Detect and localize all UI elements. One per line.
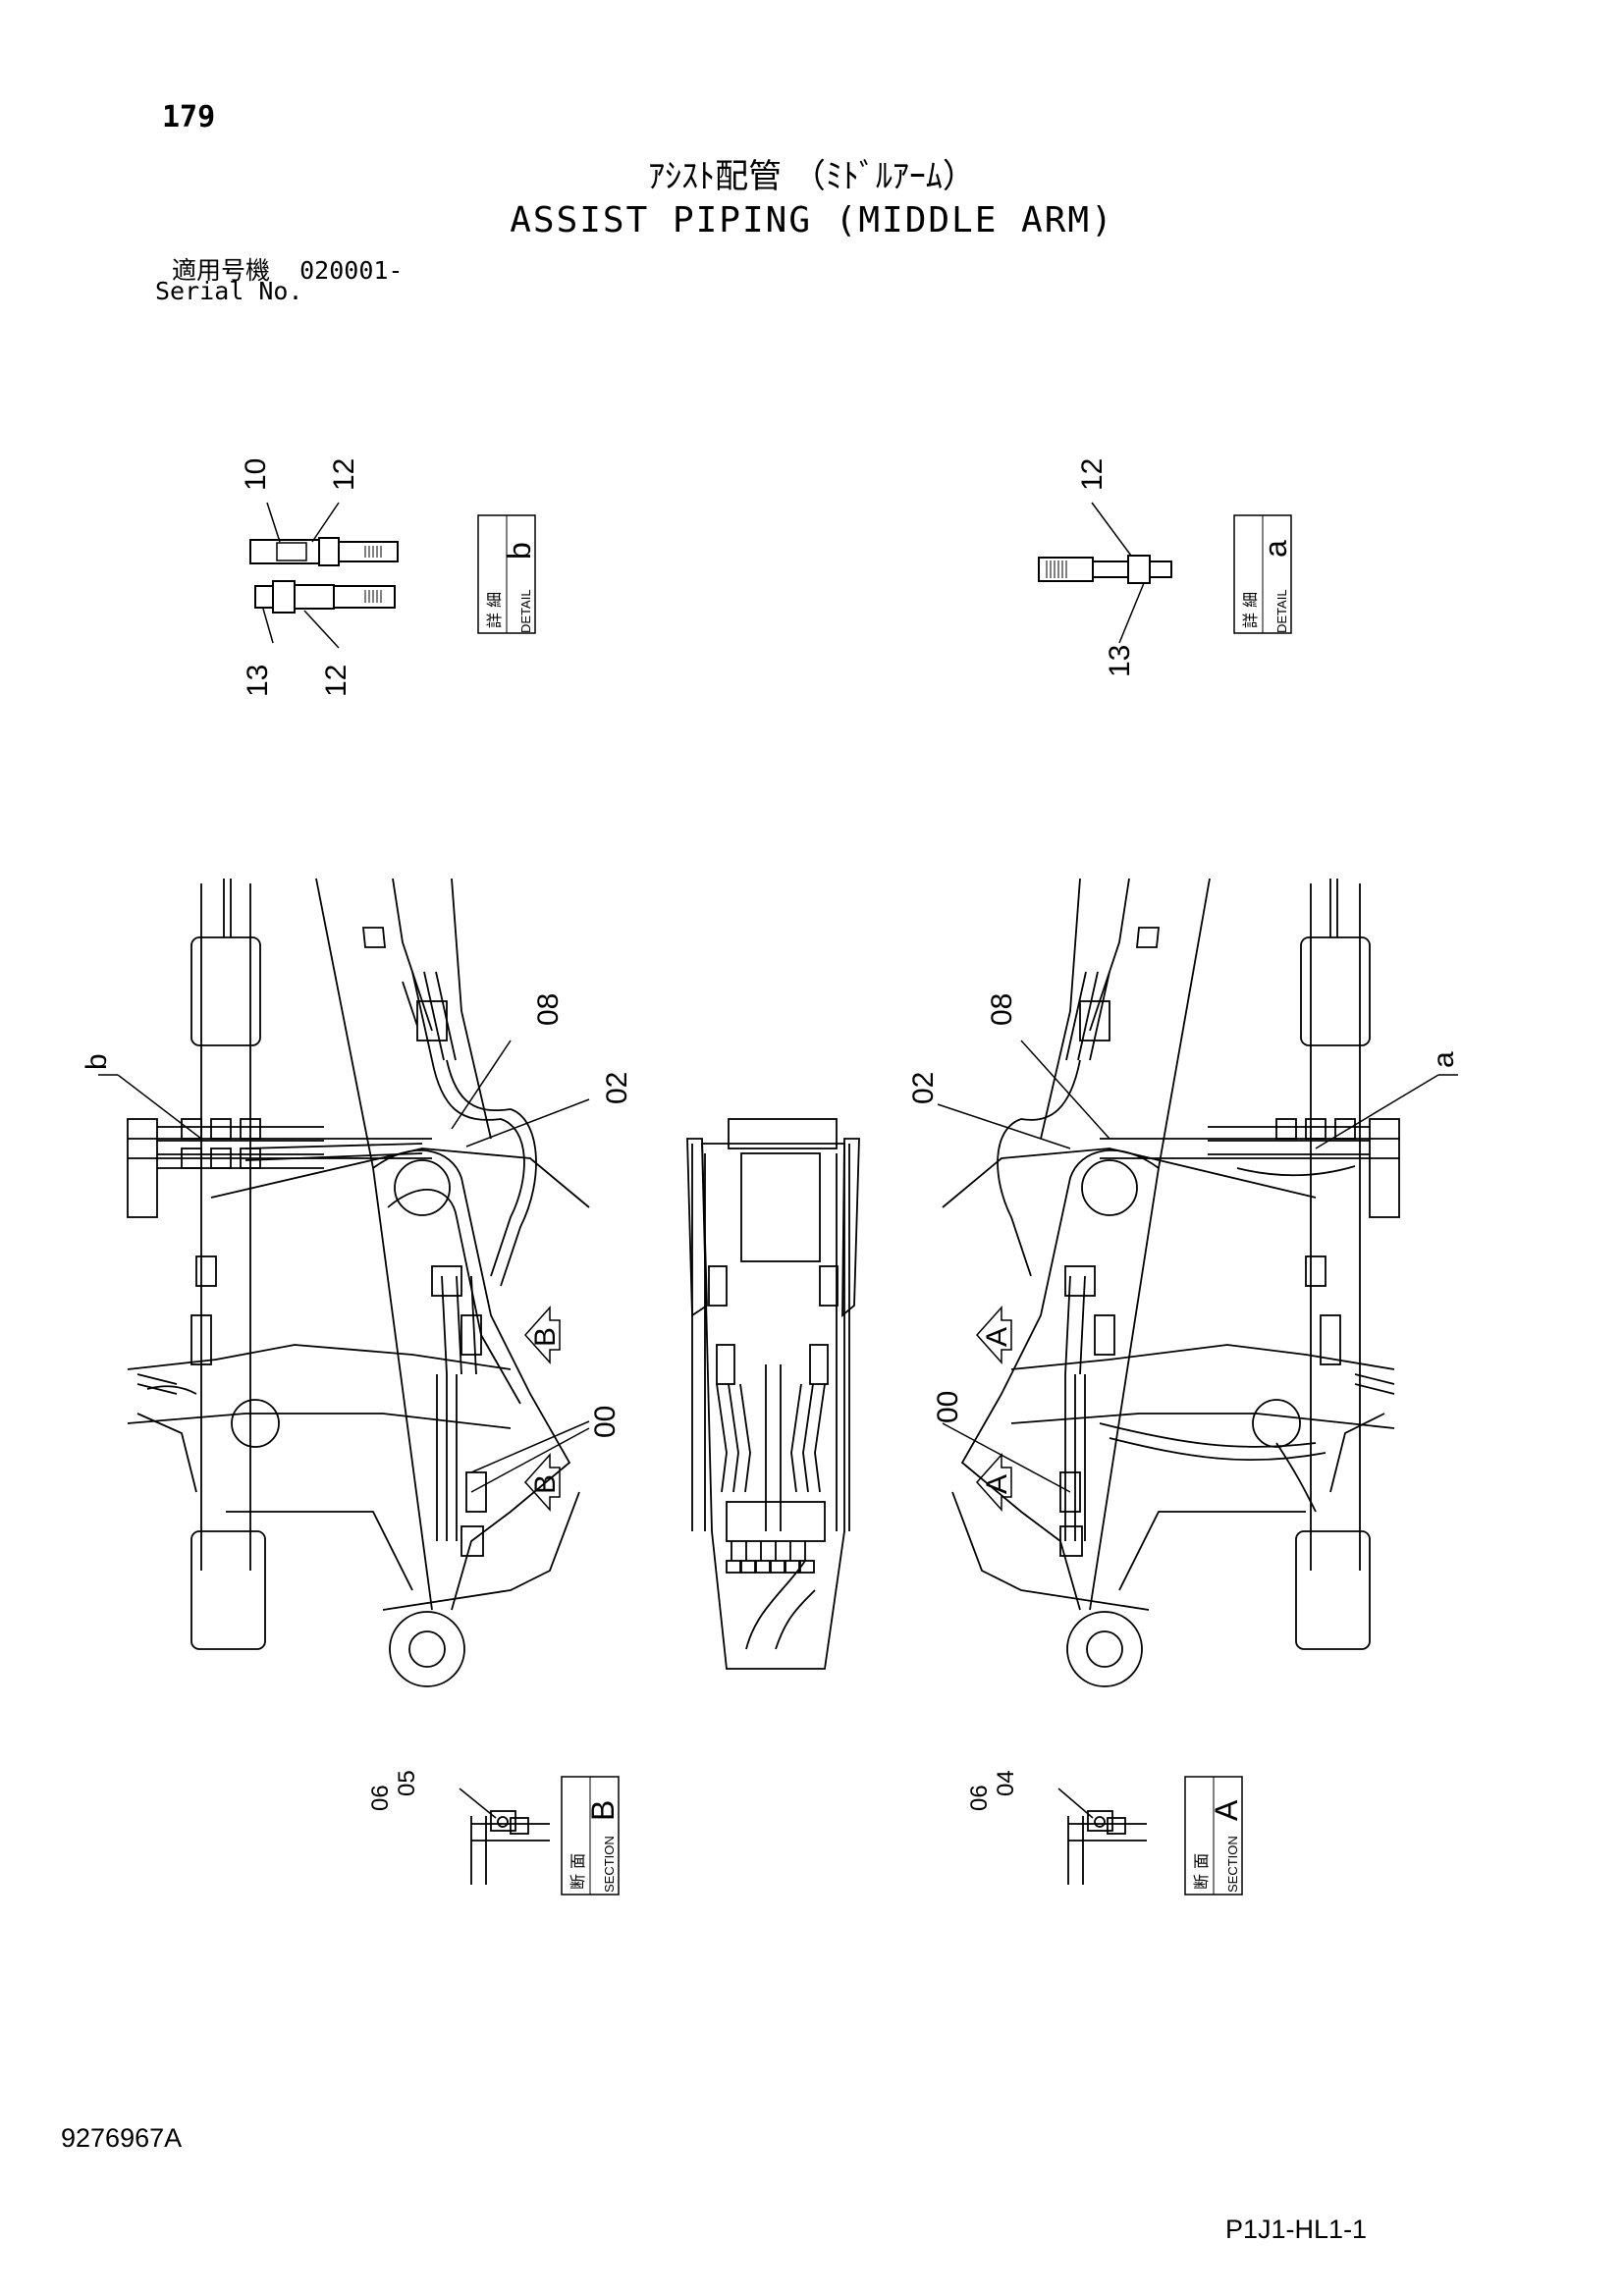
section-a-callout-04: 04 bbox=[993, 1770, 1019, 1796]
document-code: 9276967A bbox=[61, 2123, 183, 2153]
serial-number-line: 適用号機 020001- bbox=[172, 251, 403, 287]
detail-a-callout-13: 13 bbox=[1104, 645, 1136, 677]
arrow-a-upper: A bbox=[975, 1306, 1013, 1364]
section-b-callout-05: 05 bbox=[394, 1770, 420, 1796]
section-b-view: 06 05 B 断 面 SECTION bbox=[367, 1770, 621, 1896]
section-a-tag-jp: 断 面 bbox=[1192, 1853, 1211, 1890]
detail-a-tag-en: DETAIL bbox=[1274, 589, 1289, 633]
main-left-callout-02: 02 bbox=[601, 1072, 633, 1104]
serial-label-en: Serial No. bbox=[155, 277, 303, 305]
section-a-tag-letter: A bbox=[1209, 1799, 1244, 1821]
detail-a-tag: a 詳 細 DETAIL bbox=[1233, 514, 1293, 634]
main-right-callout-08: 08 bbox=[986, 993, 1018, 1026]
section-a-tag-en: SECTION bbox=[1225, 1836, 1240, 1893]
arrow-b-lower: B bbox=[523, 1453, 562, 1512]
center-view bbox=[686, 1118, 860, 1670]
title-japanese: ｱｼｽﾄ配管 （ﾐﾄﾞﾙｱｰﾑ） bbox=[648, 157, 976, 196]
detail-b-tag: b 詳 細 DETAIL bbox=[477, 514, 537, 634]
section-b-tag-en: SECTION bbox=[602, 1836, 617, 1893]
serial-label-jp: 適用号機 bbox=[172, 256, 271, 285]
detail-b-tag-en: DETAIL bbox=[518, 589, 533, 633]
detail-a-view: 12 13 a 詳 細 DETAIL bbox=[1038, 458, 1293, 677]
detail-a-tag-letter: a bbox=[1258, 540, 1293, 558]
detail-a-callout-12: 12 bbox=[1076, 458, 1109, 491]
detail-b-callout-10: 10 bbox=[240, 458, 272, 491]
detail-b-callout-13: 13 bbox=[242, 665, 274, 697]
arrow-b-lower-label: B bbox=[529, 1474, 562, 1494]
detail-b-callout-12-bottom: 12 bbox=[320, 665, 352, 697]
section-b-tag: B 断 面 SECTION bbox=[561, 1776, 621, 1896]
detail-b-tag-letter: b bbox=[502, 542, 537, 560]
section-b-tag-letter: B bbox=[585, 1800, 621, 1821]
section-a-view: 06 04 A 断 面 SECTION bbox=[966, 1770, 1244, 1896]
detail-b-tag-jp: 詳 細 bbox=[485, 592, 504, 628]
sheet-code: P1J1-HL1-1 bbox=[1225, 2215, 1368, 2244]
section-b-tag-jp: 断 面 bbox=[568, 1853, 587, 1890]
arrow-b-upper-label: B bbox=[529, 1327, 562, 1347]
arrow-a-upper-label: A bbox=[981, 1327, 1013, 1347]
title-english: ASSIST PIPING (MIDDLE ARM) bbox=[510, 200, 1114, 240]
main-left-callout-08: 08 bbox=[532, 993, 565, 1026]
main-right-callout-a: a bbox=[1428, 1051, 1460, 1068]
main-left-callout-00: 00 bbox=[589, 1406, 622, 1438]
arrow-b-upper: B bbox=[523, 1306, 562, 1364]
section-a-tag: A 断 面 SECTION bbox=[1184, 1776, 1244, 1896]
main-right-view: 08 a 02 00 A A bbox=[907, 878, 1460, 1687]
main-left-view: b 08 02 00 B B bbox=[81, 878, 633, 1687]
section-a-callout-06: 06 bbox=[966, 1785, 993, 1811]
main-right-callout-02: 02 bbox=[907, 1072, 940, 1104]
detail-b-view: 10 12 13 12 b 詳 細 DETAIL bbox=[240, 458, 537, 697]
detail-a-tag-jp: 詳 細 bbox=[1241, 592, 1260, 628]
arrow-a-lower: A bbox=[975, 1453, 1013, 1512]
detail-b-callout-12-top: 12 bbox=[328, 458, 360, 491]
section-b-callout-06: 06 bbox=[367, 1785, 394, 1811]
serial-value: 020001- bbox=[299, 256, 404, 285]
page-number: 179 bbox=[162, 100, 216, 134]
main-left-callout-b: b bbox=[81, 1053, 113, 1070]
main-right-callout-00: 00 bbox=[932, 1391, 964, 1423]
arrow-a-lower-label: A bbox=[981, 1474, 1013, 1494]
